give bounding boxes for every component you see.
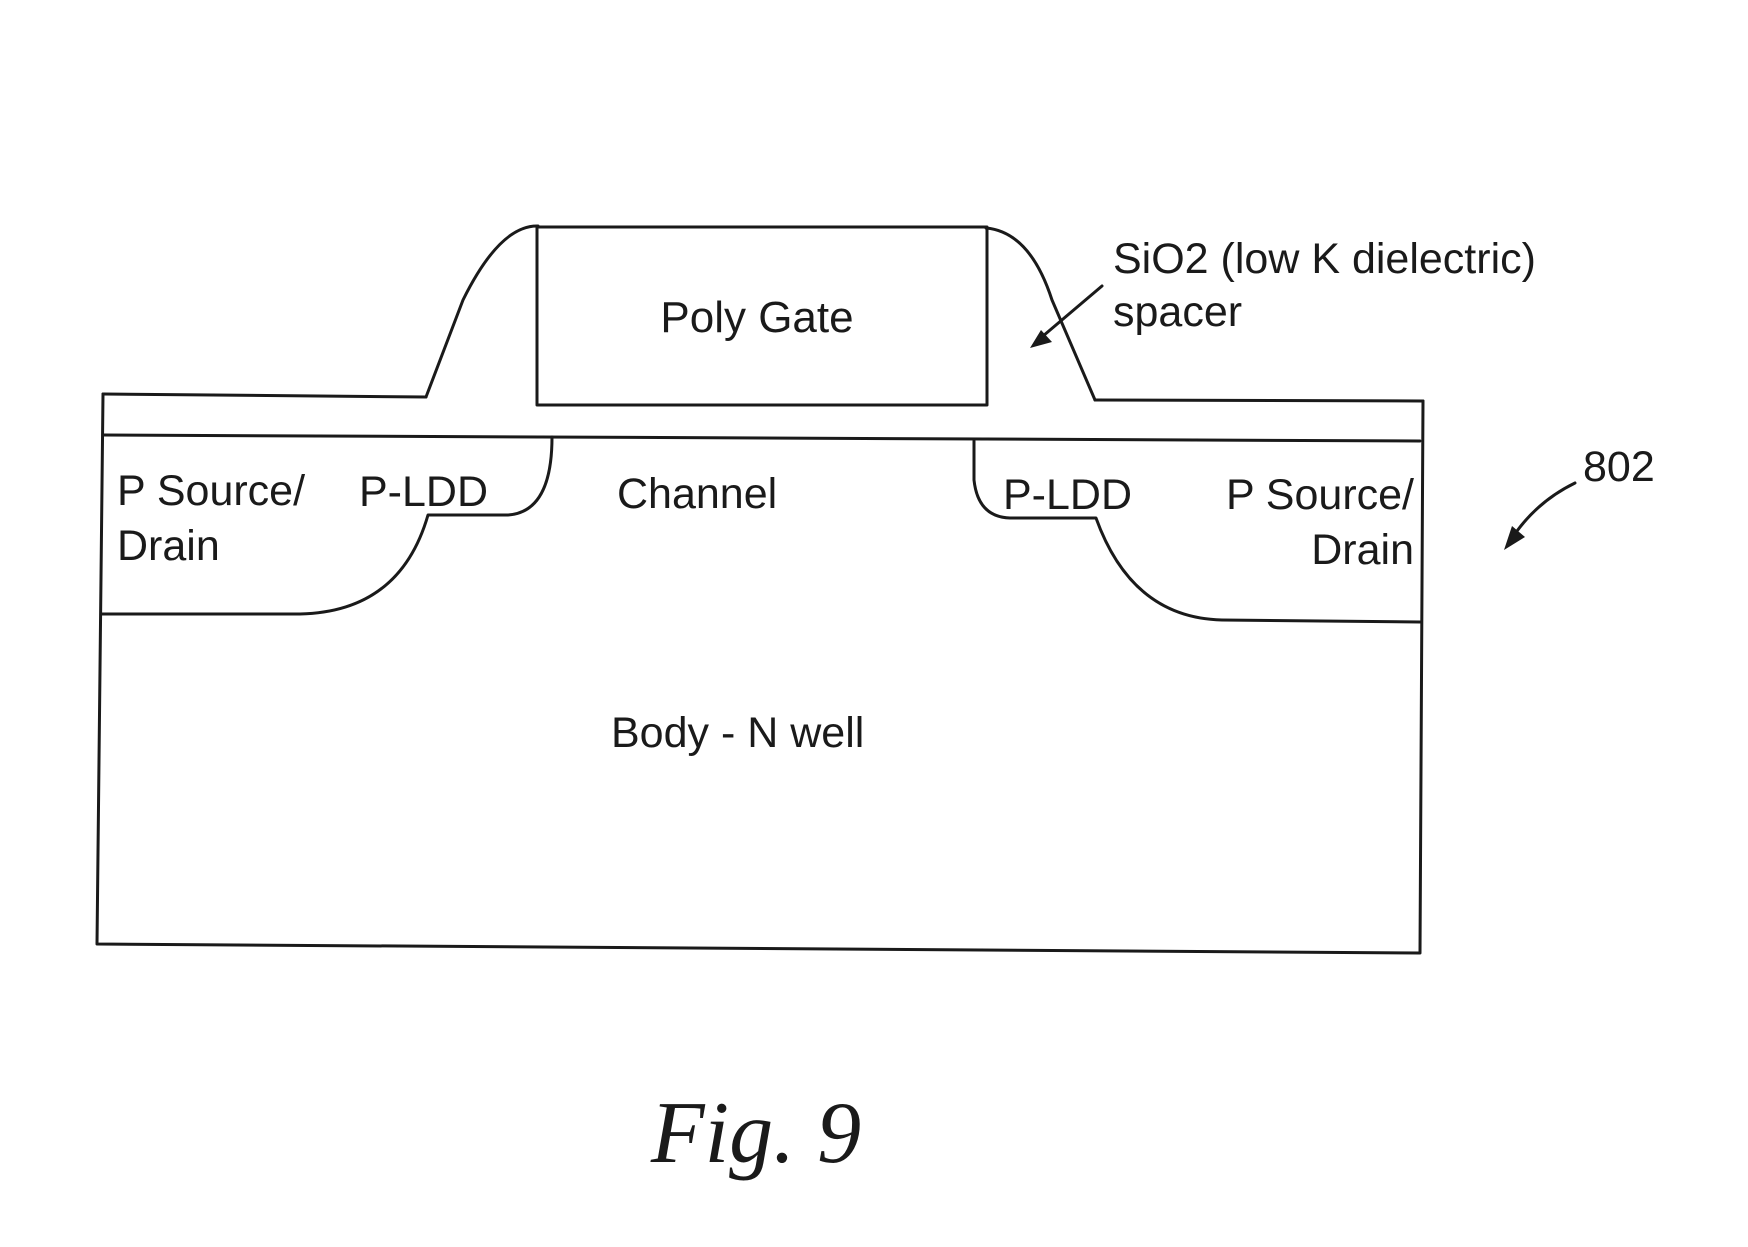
figure-caption: Fig. 9 [650,1085,861,1182]
body-label: Body - N well [611,709,864,757]
oxide-layer-top-left [101,392,428,399]
left-source-drain-label-line-1: P Source/ [117,467,305,515]
spacer-label-line-1: SiO2 (low K dielectric) [1113,235,1536,283]
channel-label: Channel [617,470,777,518]
right-spacer [984,226,1097,402]
body-outline [95,392,1425,955]
silicon-surface-line [101,433,1422,443]
poly-gate-box [535,225,989,407]
right-source-drain-label-line-2: Drain [1311,526,1414,574]
spacer-leader-line [1041,284,1104,338]
poly-gate-label: Poly Gate [660,293,853,342]
spacer-arrowhead [1030,330,1052,348]
oxide-layer-top-right [1093,398,1425,403]
spacer-label-line-2: spacer [1113,288,1242,336]
right-source-drain-label-line-1: P Source/ [1226,471,1414,519]
reference-number-label: 802 [1583,443,1655,491]
left-ldd-label: P-LDD [359,468,488,516]
left-spacer [424,224,540,399]
reference-leader-line [1515,481,1577,533]
right-junction-boundary [972,439,1422,624]
right-ldd-label: P-LDD [1003,471,1132,519]
left-junction-boundary [99,435,554,616]
left-source-drain-label-line-2: Drain [117,522,220,570]
reference-arrowhead [1504,526,1525,550]
